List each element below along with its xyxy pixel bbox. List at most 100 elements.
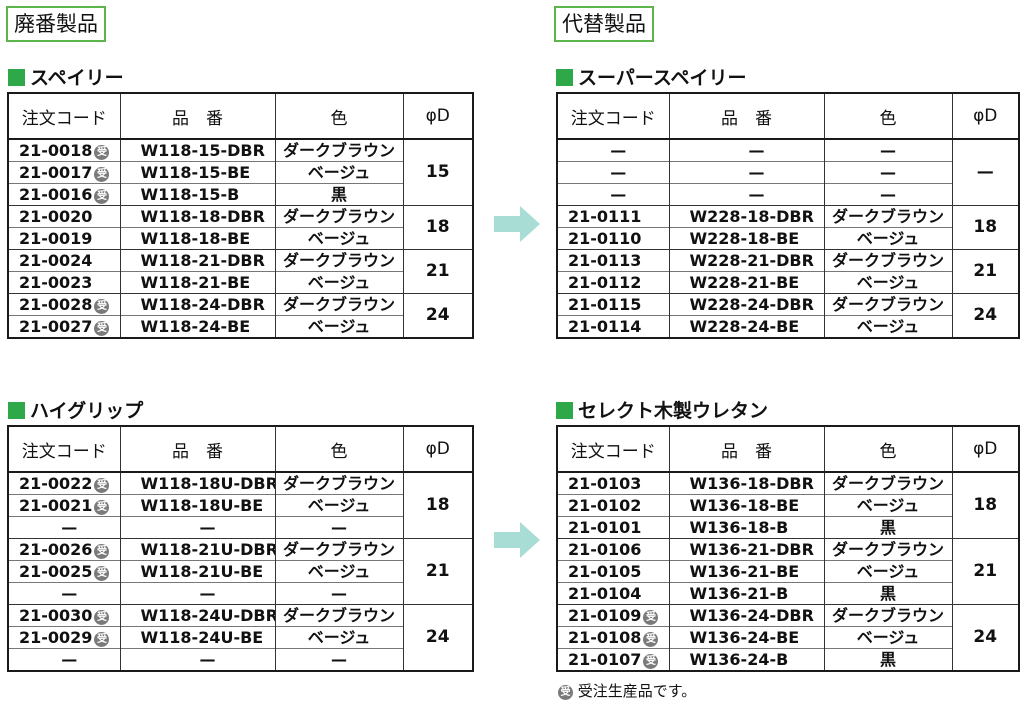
made-to-order-mark-icon: 受 bbox=[94, 500, 110, 515]
part-number-cell: W228-21-DBR bbox=[668, 249, 824, 272]
part-number-cell: W118-24U-DBR bbox=[119, 604, 275, 627]
part-number-cell: — bbox=[668, 183, 824, 206]
order-code: 21-0026 bbox=[19, 540, 93, 559]
color-cell: ダークブラウン bbox=[823, 604, 952, 627]
order-code: 21-0023 bbox=[19, 273, 93, 292]
column-header-part: 品 番 bbox=[668, 93, 824, 140]
order-code-cell: 21-0105 bbox=[557, 560, 669, 583]
order-code-cell: 21-0111 bbox=[557, 205, 669, 228]
discontinued-header-label: 廃番製品 bbox=[14, 12, 98, 36]
order-code: 21-0025 bbox=[19, 562, 93, 581]
made-to-order-mark-icon: 受 bbox=[94, 632, 110, 647]
part-number-cell: W118-21-DBR bbox=[119, 249, 275, 272]
order-code-cell: 21-0024 bbox=[8, 249, 120, 272]
part-number-cell: W118-18U-BE bbox=[119, 494, 275, 517]
color-cell: ダークブラウン bbox=[274, 604, 403, 627]
table-row: — — — — bbox=[557, 139, 1019, 206]
order-code: — bbox=[610, 141, 627, 160]
column-header-code: 注文コード bbox=[557, 426, 669, 473]
part-number-cell: W118-15-DBR bbox=[119, 139, 275, 162]
made-to-order-mark-icon: 受 bbox=[558, 685, 573, 700]
order-code: 21-0107 bbox=[568, 650, 642, 669]
order-code: 21-0112 bbox=[568, 273, 642, 292]
order-code: 21-0115 bbox=[568, 295, 642, 314]
discontinued-header: 廃番製品 bbox=[6, 6, 106, 42]
green-square-icon bbox=[8, 402, 25, 419]
order-code: — bbox=[610, 163, 627, 182]
column-header-dia: φD bbox=[951, 426, 1019, 473]
order-code: 21-0019 bbox=[19, 229, 93, 248]
part-number-cell: W118-24-DBR bbox=[119, 293, 275, 316]
color-cell: ベージュ bbox=[823, 494, 952, 517]
diameter-cell: 24 bbox=[402, 293, 473, 338]
made-to-order-mark-icon: 受 bbox=[94, 145, 110, 160]
column-header-dia: φD bbox=[951, 93, 1019, 140]
color-cell: ダークブラウン bbox=[823, 249, 952, 272]
color-cell: — bbox=[823, 139, 952, 162]
part-number-cell: W228-24-BE bbox=[668, 315, 824, 338]
order-code-cell: 21-0112 bbox=[557, 271, 669, 294]
order-code: 21-0020 bbox=[19, 207, 93, 226]
column-header-code: 注文コード bbox=[557, 93, 669, 140]
part-number-cell: — bbox=[119, 516, 275, 539]
order-code: 21-0021 bbox=[19, 496, 93, 515]
diameter-cell: 24 bbox=[951, 604, 1019, 671]
made-to-order-mark-icon: 受 bbox=[94, 566, 110, 581]
part-number-cell: W228-21-BE bbox=[668, 271, 824, 294]
made-to-order-mark-icon: 受 bbox=[643, 610, 659, 625]
part-number-cell: W118-18U-DBR bbox=[119, 472, 275, 495]
order-code-cell: 21-0019 bbox=[8, 227, 120, 250]
order-code-cell: 21-0110 bbox=[557, 227, 669, 250]
diameter-cell: 18 bbox=[951, 205, 1019, 250]
made-to-order-mark-icon: 受 bbox=[643, 654, 659, 669]
made-to-order-mark-icon: 受 bbox=[643, 632, 659, 647]
order-code-cell: 21-0113 bbox=[557, 249, 669, 272]
order-code-cell: — bbox=[557, 139, 669, 162]
part-number-cell: W118-24-BE bbox=[119, 315, 275, 338]
column-header-color: 色 bbox=[823, 93, 952, 140]
part-number-cell: W118-21U-BE bbox=[119, 560, 275, 583]
diameter-cell: 18 bbox=[402, 205, 473, 250]
diameter-cell: 21 bbox=[951, 538, 1019, 605]
color-cell: ベージュ bbox=[274, 494, 403, 517]
part-number-cell: W228-18-BE bbox=[668, 227, 824, 250]
part-number-cell: — bbox=[119, 648, 275, 671]
order-code: 21-0106 bbox=[568, 540, 642, 559]
order-code: 21-0027 bbox=[19, 317, 93, 336]
color-cell: ベージュ bbox=[274, 626, 403, 649]
column-header-dia: φD bbox=[402, 93, 473, 140]
superspaily-title-text: スーパースペイリー bbox=[578, 67, 747, 89]
order-code-cell: — bbox=[8, 582, 120, 605]
order-code: — bbox=[61, 518, 78, 537]
color-cell: ダークブラウン bbox=[274, 472, 403, 495]
column-header-code: 注文コード bbox=[8, 93, 120, 140]
order-code: 21-0114 bbox=[568, 317, 642, 336]
diameter-cell: 21 bbox=[951, 249, 1019, 294]
